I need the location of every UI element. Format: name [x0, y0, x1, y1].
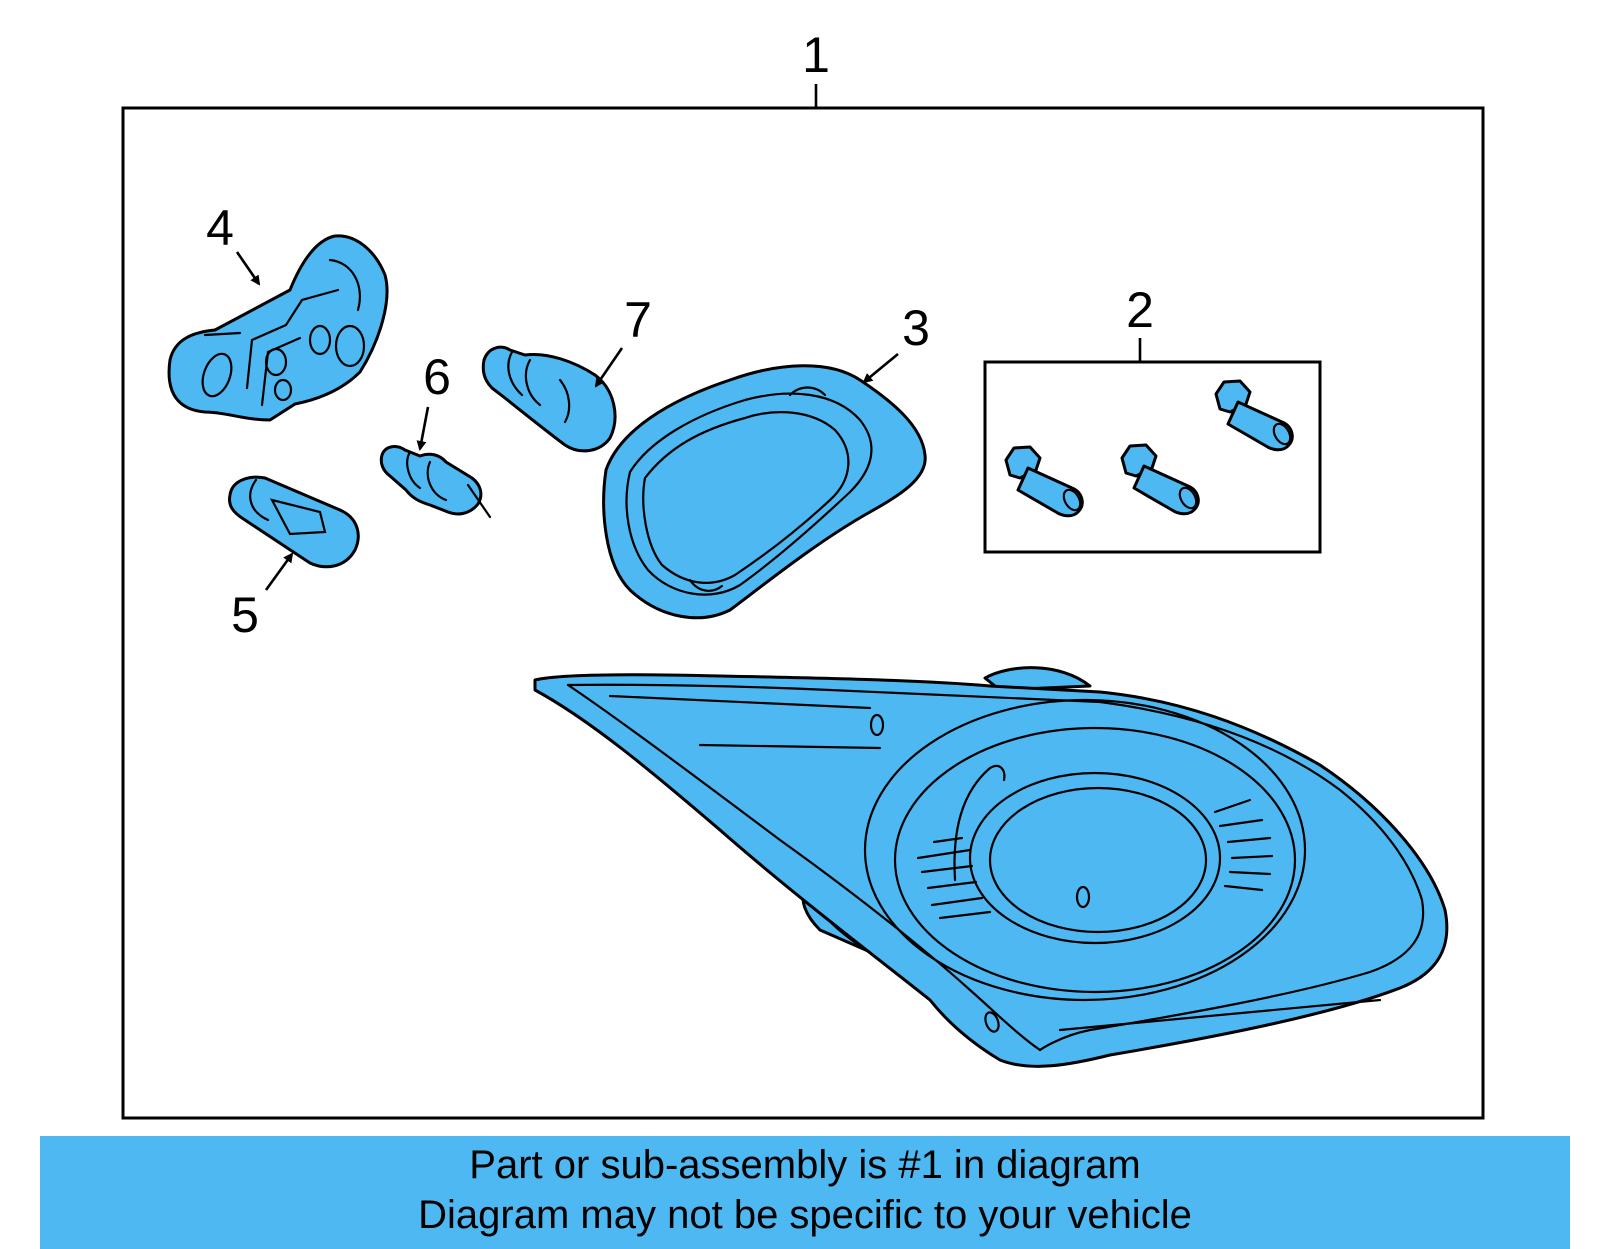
- callout-4-arrow: [235, 251, 261, 286]
- part-3-gasket[interactable]: [602, 364, 927, 620]
- screw-1[interactable]: [1004, 445, 1084, 518]
- callout-7[interactable]: 7: [624, 292, 652, 348]
- part-7-bulb[interactable]: [481, 345, 617, 453]
- callout-6[interactable]: 6: [423, 349, 451, 405]
- part-4-socket-housing[interactable]: [167, 234, 389, 422]
- callout-1[interactable]: 1: [802, 27, 830, 83]
- caption-line-1: Part or sub-assembly is #1 in diagram: [469, 1143, 1141, 1187]
- callout-5[interactable]: 5: [231, 587, 259, 643]
- screw-2[interactable]: [1120, 443, 1200, 516]
- callout-2[interactable]: 2: [1126, 282, 1154, 338]
- part-5-bulb[interactable]: [228, 475, 360, 569]
- callout-4[interactable]: 4: [206, 200, 234, 256]
- caption-line-2: Diagram may not be specific to your vehi…: [418, 1193, 1192, 1237]
- screw-3[interactable]: [1214, 379, 1294, 452]
- callout-3[interactable]: 3: [902, 300, 930, 356]
- callout-7-arrow: [594, 347, 624, 388]
- callout-3-arrow: [862, 352, 899, 384]
- callout-5-arrow: [264, 552, 294, 591]
- part-6-wedge-bulb[interactable]: [379, 445, 492, 519]
- tail-lamp-lens[interactable]: [533, 666, 1449, 1068]
- callout-6-arrow: [416, 406, 430, 451]
- disclaimer-banner: Part or sub-assembly is #1 in diagram Di…: [40, 1136, 1570, 1249]
